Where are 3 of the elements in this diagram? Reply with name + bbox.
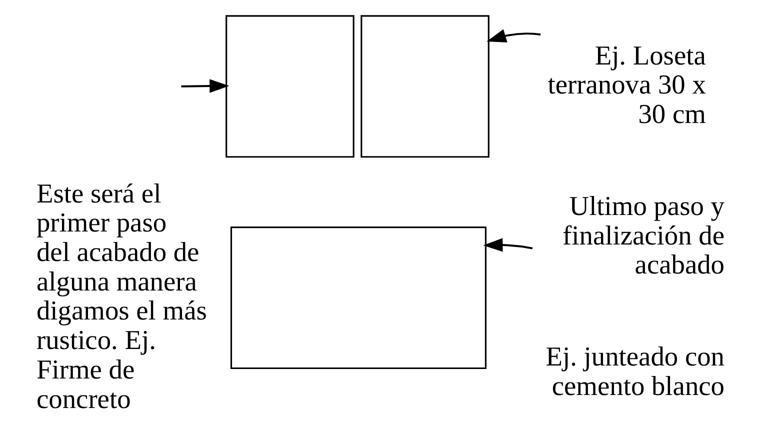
label: Este será el primer paso del acabado de alguna manera digamos el más rustico. Ej. Firme de concreto — [36, 178, 206, 414]
node-text: Ej. Loseta terranova 30 x 30 cm — [547, 40, 706, 129]
node-text: Ultimo paso y finalización de acabado Ej. junteado con cemento blanco — [545, 191, 724, 402]
